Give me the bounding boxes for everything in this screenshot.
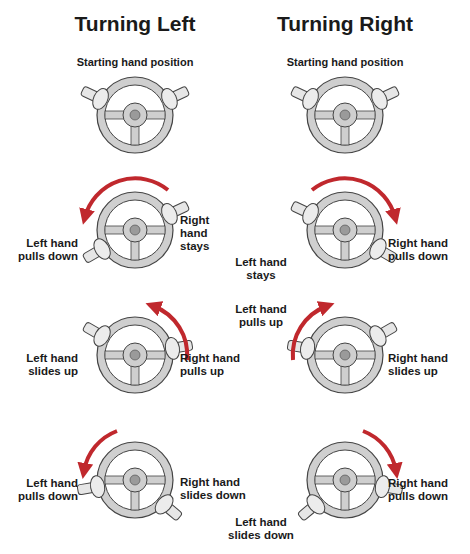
steering-wheel: [288, 192, 401, 269]
rotation-arrow: [85, 178, 168, 217]
hand-instruction: Right hand pulls down: [388, 477, 463, 503]
subheading: Starting hand position: [55, 56, 215, 69]
steering-wheel: [79, 192, 192, 269]
rotation-arrow: [84, 431, 117, 471]
steering-wheel: [286, 316, 401, 393]
hand-instruction: Right hand pulls up: [180, 352, 250, 378]
hand-instruction: Left hand pulls down: [6, 237, 78, 263]
hand-instruction: Left hand stays: [230, 256, 292, 282]
steering-wheel: [79, 316, 194, 393]
hand-instruction: Right hand pulls down: [388, 237, 463, 263]
hand-instruction: Right hand stays: [180, 214, 240, 253]
rotation-arrow: [363, 431, 396, 471]
steering-wheel: [288, 77, 402, 153]
hand-instruction: Left hand pulls up: [230, 303, 292, 329]
column-heading: Turning Right: [265, 12, 425, 36]
steering-wheel: [78, 77, 192, 153]
hand-instruction: Left hand slides down: [226, 516, 296, 542]
steering-wheel: [293, 442, 404, 526]
rotation-arrow: [153, 306, 187, 360]
rotation-arrow: [293, 306, 327, 360]
rotation-arrow: [312, 178, 395, 217]
hand-instruction: Right hand slides down: [180, 476, 252, 502]
subheading: Starting hand position: [265, 56, 425, 69]
hand-instruction: Left hand pulls down: [6, 477, 78, 503]
column-heading: Turning Left: [55, 12, 215, 36]
hand-instruction: Right hand slides up: [388, 352, 463, 378]
hand-instruction: Left hand slides up: [6, 352, 78, 378]
steering-wheel: [76, 442, 187, 526]
